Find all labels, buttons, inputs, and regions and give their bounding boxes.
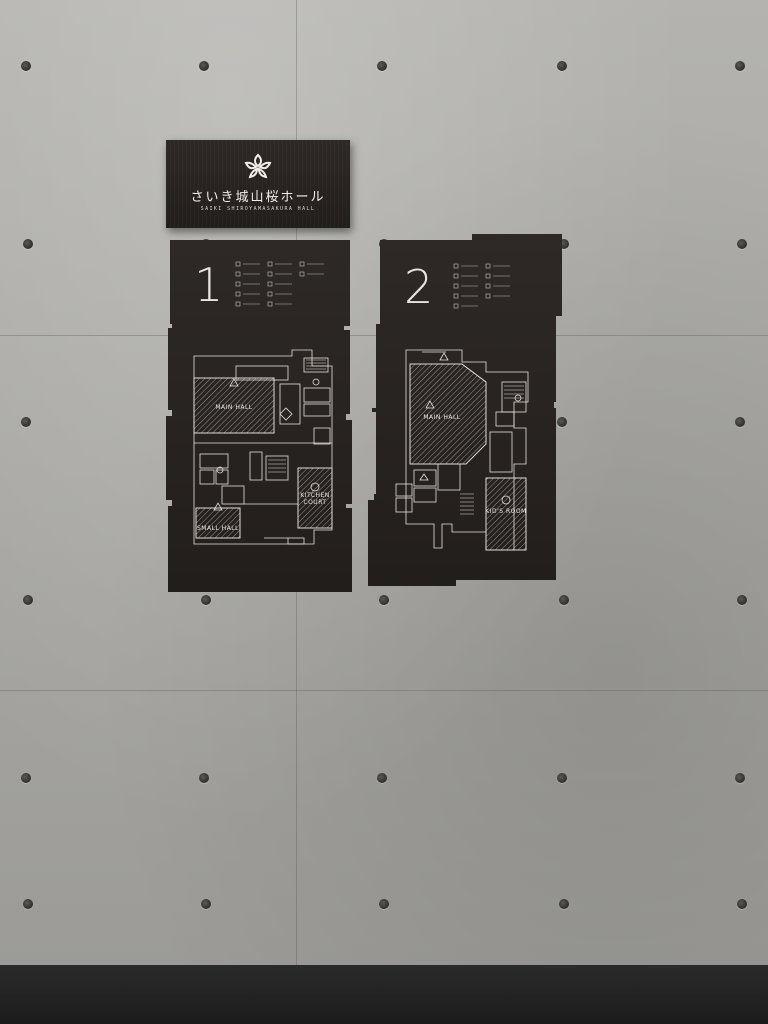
floor-2-number: 2 (404, 260, 434, 314)
wall-tie-hole (201, 595, 211, 605)
floor-1-number: 1 (194, 258, 224, 312)
logo-sign: さいき城山桜ホール SAIKI SHIROYAMASAKURA HALL (166, 140, 350, 228)
floor-1-small-hall-label: SMALL HALL (197, 525, 239, 532)
floor (0, 965, 768, 1024)
logo-name: さいき城山桜ホール (190, 190, 326, 205)
floor-1-map-panel: 1 MAIN HALL SMALL HALL KITCHEN COURT (164, 238, 354, 594)
wall-tie-hole (557, 773, 567, 783)
wall-tie-hole (377, 61, 387, 71)
wall-tie-hole (379, 899, 389, 909)
wall-tie-hole (737, 899, 747, 909)
wall-tie-hole (23, 595, 33, 605)
wall-tie-hole (21, 417, 31, 427)
floor-2-main-hall-label: MAIN HALL (423, 414, 461, 421)
wall-tie-hole (735, 61, 745, 71)
floor-2-kids-room-label: KID'S ROOM (485, 508, 527, 515)
wall-tie-hole (377, 773, 387, 783)
wall-tie-hole (23, 239, 33, 249)
wall-tie-hole (199, 773, 209, 783)
floor-2-map-panel: 2 MAIN HALL KID'S ROOM (366, 232, 564, 590)
wall-tie-hole (21, 773, 31, 783)
logo-subtitle: SAIKI SHIROYAMASAKURA HALL (200, 206, 316, 212)
wall-tie-hole (559, 899, 569, 909)
floor-1-map (166, 240, 352, 592)
wall-tie-hole (737, 595, 747, 605)
wall-tie-hole (21, 61, 31, 71)
wall-tie-hole (379, 595, 389, 605)
wall-tie-hole (199, 61, 209, 71)
wall-tie-hole (737, 239, 747, 249)
wall-tie-hole (557, 61, 567, 71)
floor-1-kitchen-court-label: KITCHEN COURT (300, 492, 330, 506)
wall-tie-hole (735, 417, 745, 427)
cherry-blossom-icon (244, 153, 272, 179)
wall-tie-hole (559, 239, 569, 249)
floor-2-map (368, 234, 562, 586)
wall-tie-hole (557, 417, 567, 427)
wall-seam-horizontal (0, 690, 768, 691)
wall-tie-hole (201, 899, 211, 909)
wall-tie-hole (559, 595, 569, 605)
floor-1-main-hall-label: MAIN HALL (215, 404, 253, 411)
wall-tie-hole (23, 899, 33, 909)
wall-tie-hole (735, 773, 745, 783)
